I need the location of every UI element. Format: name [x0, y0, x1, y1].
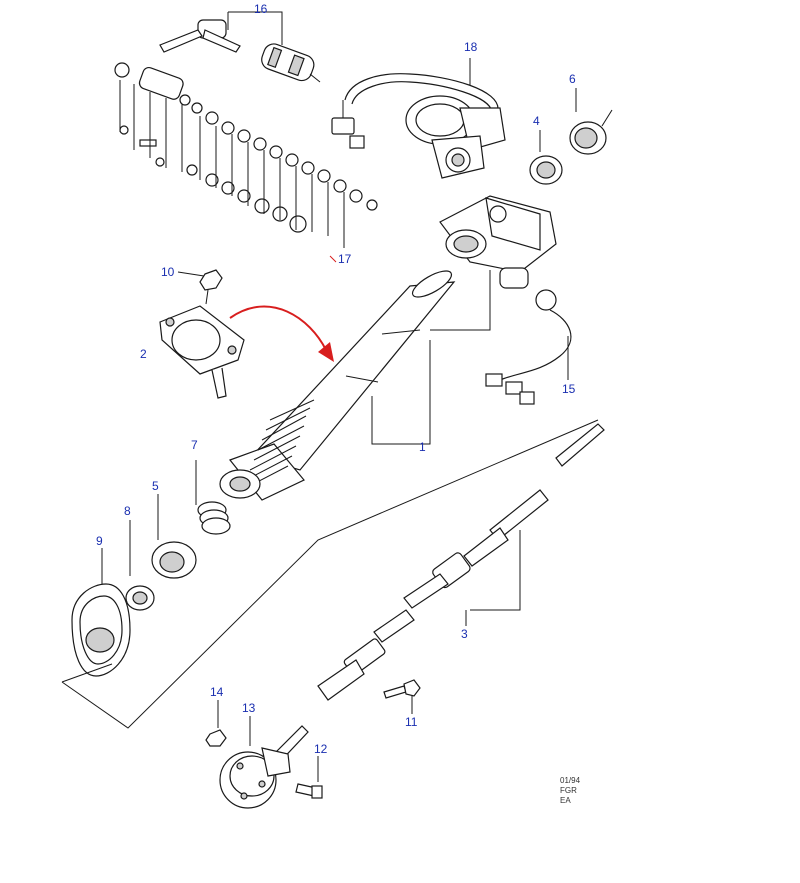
callout-10: 10 — [161, 265, 175, 279]
callout-14: 14 — [210, 685, 224, 699]
callout-11: 11 — [405, 715, 418, 729]
part-6-bush — [569, 88, 613, 155]
callout-5: 5 — [152, 479, 159, 493]
part-8-ring — [125, 520, 155, 611]
part-17-lock-components — [114, 62, 378, 263]
part-3-intermediate-shaft — [317, 423, 605, 701]
part-11-bolt — [383, 679, 421, 714]
assembly-outline — [61, 419, 599, 729]
part-5-bearing — [151, 494, 197, 579]
callout-2: 2 — [140, 347, 147, 361]
part-4-bearing — [529, 130, 563, 185]
part-1-column-tube — [219, 270, 456, 501]
part-2-bracket — [159, 305, 245, 399]
callout-1: 1 — [419, 440, 426, 454]
reference-code-ea: EA — [560, 796, 571, 805]
callout-18: 18 — [464, 40, 478, 54]
part-14-nut — [205, 700, 227, 747]
callout-12: 12 — [314, 742, 328, 756]
part-9-shroud — [71, 548, 131, 677]
part-10-nut — [177, 269, 223, 305]
part-12-bolt — [295, 756, 323, 799]
callout-15: 15 — [562, 382, 576, 396]
callout-6: 6 — [569, 72, 576, 86]
callout-13: 13 — [242, 701, 256, 715]
upper-column-housing — [430, 195, 557, 331]
bellows — [241, 399, 315, 491]
callout-3: 3 — [461, 627, 468, 641]
assembly-arrow — [229, 305, 334, 362]
reference-code-fgr: FGR — [560, 786, 577, 795]
callout-16: 16 — [254, 2, 268, 16]
part-15-wiring-harness — [485, 289, 572, 405]
reference-date: 01/94 — [560, 776, 581, 785]
part-16-lock-cylinder — [159, 11, 321, 83]
part-13-coupling — [219, 716, 309, 809]
part-7-spring — [195, 460, 231, 535]
callout-4: 4 — [533, 114, 540, 128]
callout-8: 8 — [124, 504, 131, 518]
part-18-ignition-switch — [331, 58, 506, 179]
callout-9: 9 — [96, 534, 103, 548]
callout-7: 7 — [191, 438, 198, 452]
callout-17: 17 — [338, 252, 352, 266]
